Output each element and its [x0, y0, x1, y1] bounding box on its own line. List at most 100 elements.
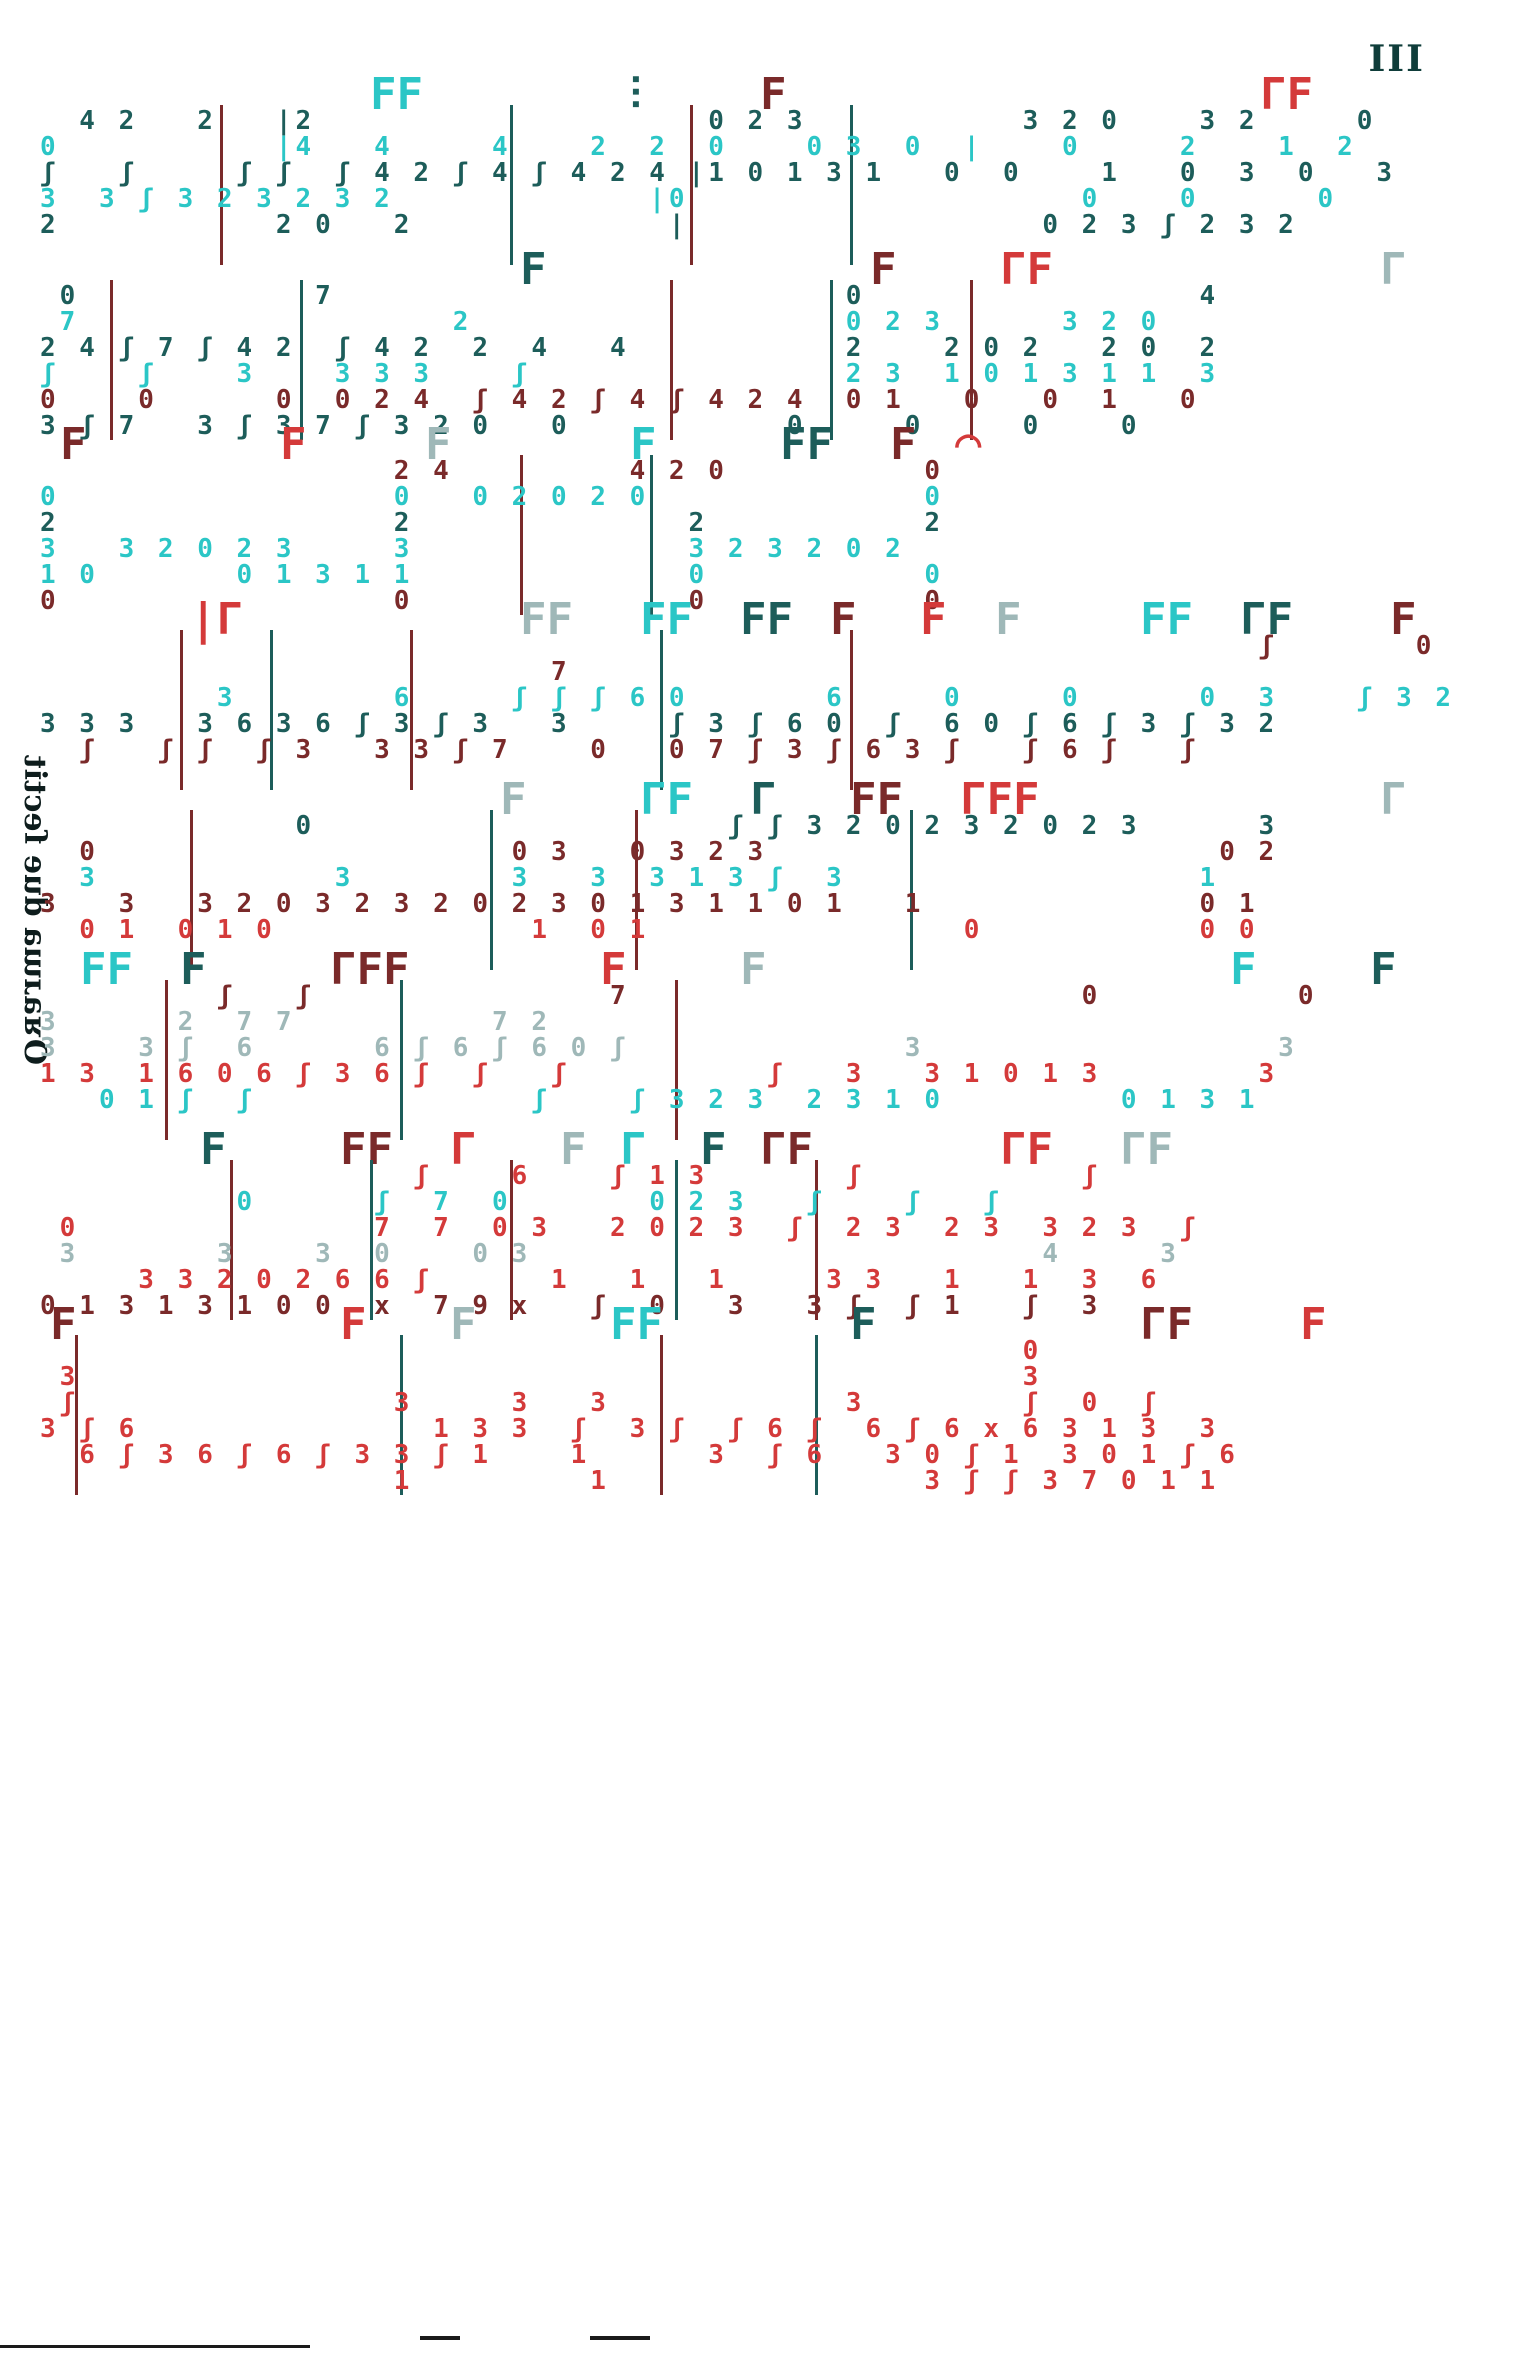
- rhythm-flag: FF: [740, 594, 793, 645]
- rhythm-flag: FF: [340, 1124, 393, 1175]
- rhythm-flag: F: [560, 1124, 587, 1175]
- barline: [815, 1335, 818, 1495]
- tablature-course: ʃ ʃ ʃ ʃ ʃ 4 2 ʃ 4 ʃ 4 2 4 |1 0 1 3 1 0 0…: [40, 158, 1397, 188]
- bottom-mark: [420, 2336, 460, 2360]
- rhythm-flag: F: [870, 244, 897, 295]
- tablature-course: 0 1 3 1 3 1 0 0 x 7 9 x ʃ 0 3 3 ʃ ʃ 1 ʃ …: [40, 1291, 1102, 1321]
- barline: [670, 280, 673, 440]
- rhythm-flag: ΓF: [1120, 1124, 1173, 1175]
- tablature-course: 1 0 0 1 3 1 1 0 0: [40, 560, 945, 590]
- rhythm-flag: ΓFF: [330, 944, 410, 995]
- barline: [370, 1160, 373, 1320]
- rhythm-flag: ΓF: [1240, 594, 1293, 645]
- rhythm-flag: F: [700, 1124, 727, 1175]
- rhythm-flag: F: [340, 1299, 367, 1350]
- rhythm-flag: FF: [640, 594, 693, 645]
- tablature-course: 0 1 0 1 0 1 0 1 0 0 0: [40, 915, 1259, 945]
- rhythm-flag: F: [1230, 944, 1257, 995]
- tablature-course: ʃ 0: [40, 631, 1436, 661]
- rhythm-flag: F: [50, 1299, 77, 1350]
- rhythm-flag: FF: [850, 774, 903, 825]
- tablature-course: 3 3 3 3 3 1 3 ʃ 3 1: [40, 863, 1220, 893]
- rhythm-flag: F: [850, 1299, 877, 1350]
- rhythm-flag: FF: [370, 69, 423, 120]
- bottom-mark: [590, 2336, 650, 2360]
- rhythm-flag: F: [920, 594, 947, 645]
- page-number: III: [1368, 38, 1425, 80]
- tablature-course: 0 0 0 0: [40, 586, 945, 616]
- barline: [510, 105, 513, 265]
- barline: [300, 280, 303, 440]
- tablature-staff: ʃ 6 ʃ 1 3 ʃ ʃ 0 ʃ 7 0 0 2 3 ʃ ʃ ʃ 0 7 7 …: [40, 1160, 1500, 1321]
- tablature-course: ʃ 6 ʃ 1 3 ʃ ʃ: [40, 1161, 1102, 1191]
- barline: [660, 630, 663, 790]
- barline: [970, 280, 973, 440]
- tablature-course: 1 3 1 6 0 6 ʃ 3 6 ʃ ʃ ʃ ʃ 3 3 1 0 1 3 3: [40, 1059, 1279, 1089]
- barline: [675, 980, 678, 1140]
- tablature-course: 7 2 0 2 3 3 2 0: [40, 307, 1161, 337]
- rhythm-flag: FF: [520, 594, 573, 645]
- barline: [690, 105, 693, 265]
- rhythm-flag: ◠: [955, 419, 982, 470]
- rhythm-flag: F: [500, 774, 527, 825]
- rhythm-flag: F: [60, 419, 87, 470]
- rhythm-flag: FF: [610, 1299, 663, 1350]
- rhythm-flag: ΓF: [1260, 69, 1313, 120]
- tablature-course: 0 ʃ ʃ 3 2 0 2 3 2 0 2 3 3: [40, 811, 1279, 841]
- barline: [910, 810, 913, 970]
- barline: [850, 105, 853, 265]
- barline: [660, 1335, 663, 1495]
- rhythm-flag: ΓF: [1000, 1124, 1053, 1175]
- rhythm-flag: F: [600, 944, 627, 995]
- rhythm-flag: F: [1390, 594, 1417, 645]
- tablature-course: 1 1 3 ʃ ʃ 3 7 0 1 1: [40, 1466, 1220, 1496]
- rhythm-flag: F: [740, 944, 767, 995]
- rhythm-flag: ⫶: [630, 69, 641, 120]
- rhythm-flag: FF: [780, 419, 833, 470]
- tablature-course: 0 0 0 2 0 2 0 0: [40, 482, 945, 512]
- tablature-course: 0 ʃ 7 0 0 2 3 ʃ ʃ ʃ: [40, 1187, 1004, 1217]
- tablature-course: 3 2 7 7 7 2: [40, 1007, 1298, 1037]
- rhythm-flag: F: [995, 594, 1022, 645]
- rhythm-flag: FF: [1140, 594, 1193, 645]
- rhythm-flag: ΓF: [760, 1124, 813, 1175]
- rhythm-flag: Γ: [750, 774, 777, 825]
- barline: [230, 1160, 233, 1320]
- tablature-staff: 0 ʃ ʃ 3 2 0 2 3 2 0 2 3 3 0 0 3 0 3 2 3 …: [40, 810, 1500, 970]
- rhythm-flag: Γ: [450, 1124, 477, 1175]
- rhythm-flag: F: [425, 419, 452, 470]
- tablature-course: 3 3 2 0 2 6 6 ʃ 1 1 1 3 3 1 1 3 6: [40, 1265, 1161, 1295]
- barline: [400, 1335, 403, 1495]
- tablature-course: 6 ʃ 3 6 ʃ 6 ʃ 3 3 ʃ 1 1 3 ʃ 6 3 0 ʃ 1 3 …: [40, 1440, 1239, 1470]
- rhythm-flag: ΓF: [640, 774, 693, 825]
- barline: [650, 455, 653, 615]
- barline: [510, 1160, 513, 1320]
- tablature-course: 3 3 3 0 0 3 4 3: [40, 1239, 1180, 1269]
- tablature-course: 7: [40, 657, 1416, 687]
- tablature-course: 2 2 0 2 | 0 2 3 ʃ 2 3 2: [40, 210, 1298, 240]
- tablature-course: 0 7 7 0 3 2 0 2 3 ʃ 2 3 2 3 3 2 3 ʃ: [40, 1213, 1200, 1243]
- tablature-course: 2 4 ʃ 7 ʃ 4 2 ʃ 4 2 2 4 4 2 2 0 2 2 0 2: [40, 333, 1220, 363]
- tablature-course: 4 2 2 |2 0 2 3 3 2 0 3 2 0: [40, 106, 1377, 136]
- barline: [410, 630, 413, 790]
- rhythm-flag: F: [1370, 944, 1397, 995]
- barline: [635, 810, 638, 970]
- tablature-course: ʃ ʃ ʃ ʃ 3 3 3 ʃ 7 0 0 7 ʃ 3 ʃ 6 3 ʃ ʃ 6 …: [40, 735, 1200, 765]
- barline: [165, 980, 168, 1140]
